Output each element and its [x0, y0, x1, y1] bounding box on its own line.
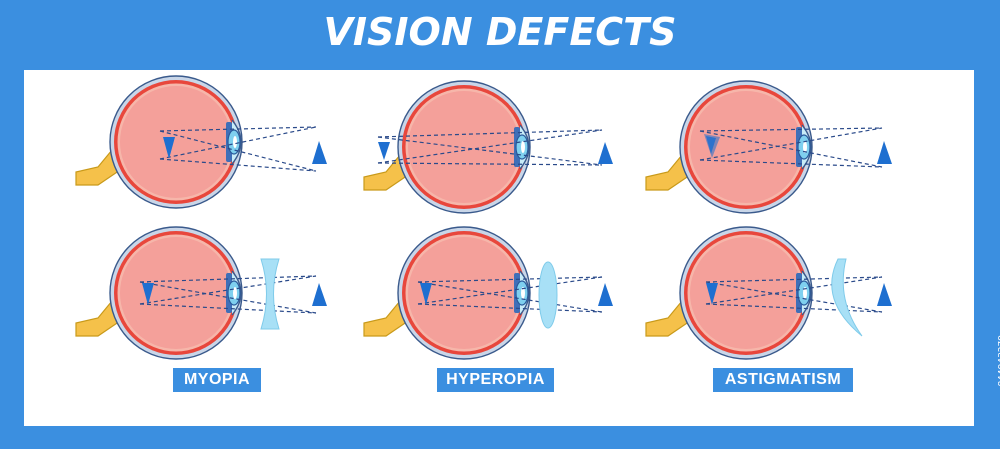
myopia-corrected-image-triangle [142, 283, 154, 305]
hyperopia-eye-corrected [363, 226, 613, 360]
astigmatism-eye-uncorrected [645, 80, 892, 214]
hyperopia-image-triangle [378, 142, 390, 160]
astigmatism-corrected-image-triangle [706, 283, 718, 305]
astigmatism-object-triangle [877, 141, 892, 164]
label-hyperopia: HYPEROPIA [437, 368, 554, 392]
label-myopia: MYOPIA [173, 368, 261, 392]
hyperopia-object-triangle [598, 142, 613, 164]
astigmatism-corrected-object-triangle [877, 283, 892, 306]
myopia-eye-corrected [75, 226, 327, 360]
hyperopia-eye-uncorrected [363, 80, 613, 214]
cylindrical-lens [831, 258, 863, 337]
myopia-object-triangle [312, 141, 327, 164]
page-title: VISION DEFECTS [323, 10, 677, 54]
hyperopia-corrected-object-triangle [598, 283, 613, 306]
astigmatism-image-triangle [706, 136, 716, 154]
myopia-corrected-object-triangle [312, 283, 327, 306]
concave-lens [260, 258, 280, 330]
hyperopia-corrected-image-triangle [420, 283, 432, 305]
astigmatism-eye-corrected [645, 226, 892, 360]
convex-lens [538, 261, 558, 329]
myopia-eye-uncorrected [75, 75, 327, 209]
label-astigmatism: ASTIGMATISM [713, 368, 853, 392]
myopia-image-triangle [163, 137, 175, 159]
